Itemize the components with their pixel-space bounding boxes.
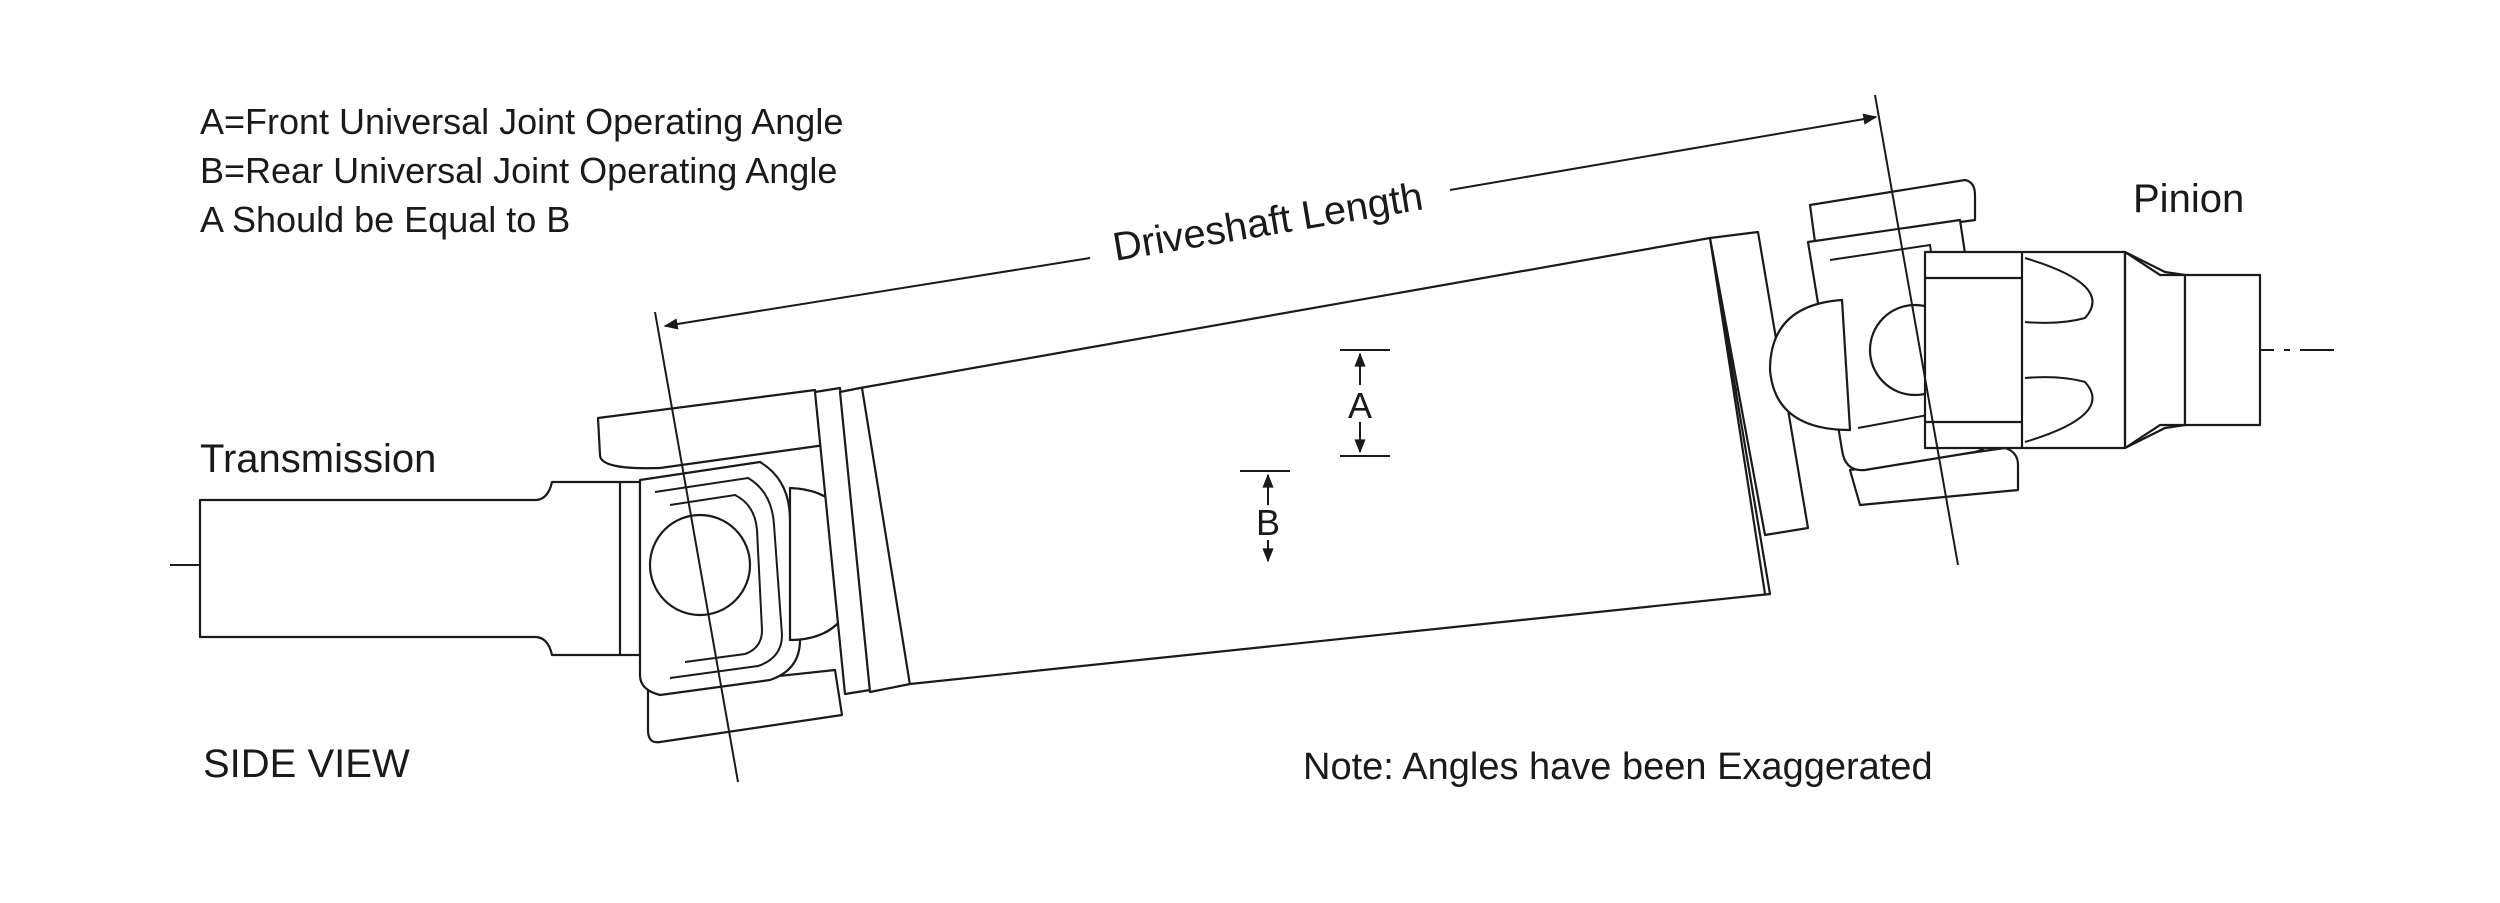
exaggeration-note: Note: Angles have been Exaggerated — [1303, 746, 1933, 788]
rear-joint-plane-line — [1874, 94, 1959, 566]
length-arrow-right — [1449, 113, 1878, 191]
pinion-label: Pinion — [2133, 177, 2244, 221]
side-view-label: SIDE VIEW — [203, 742, 410, 786]
driveshaft-tube — [838, 236, 1772, 694]
transmission-label: Transmission — [200, 437, 436, 481]
length-arrow-left — [663, 257, 1091, 330]
legend-rear-angle: B=Rear Universal Joint Operating Angle — [200, 150, 837, 191]
front-joint-plane-line — [654, 311, 739, 783]
pinion-shaft — [2123, 252, 2262, 448]
transmission-shaft — [198, 480, 642, 657]
driveshaft-length-label: Driveshaft Length — [1110, 175, 1426, 270]
legend-front-angle: A=Front Universal Joint Operating Angle — [200, 101, 843, 142]
angle-b-label: B — [1256, 502, 1280, 543]
angle-a-label: A — [1348, 385, 1372, 426]
legend-equal-note: A Should be Equal to B — [200, 199, 570, 240]
pinion-yoke — [1923, 250, 2187, 450]
